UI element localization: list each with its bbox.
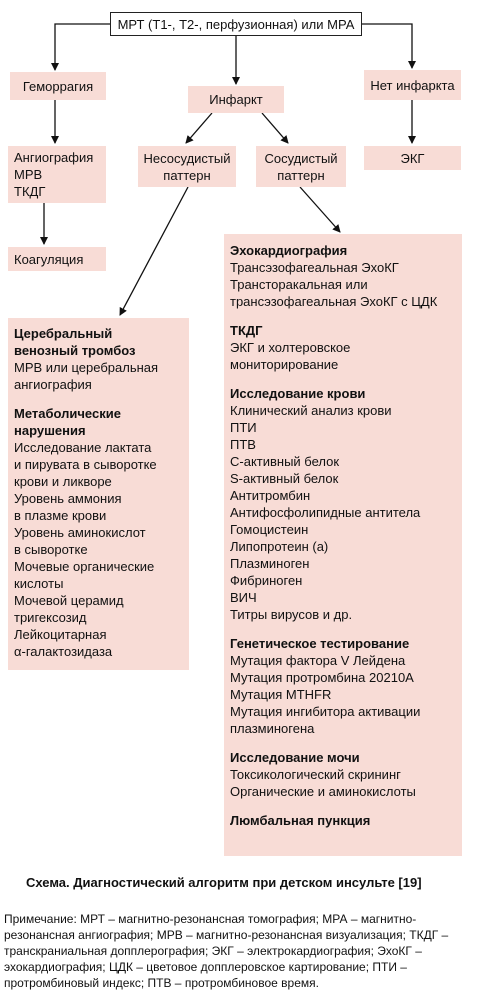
- lumbar-puncture-title: Люмбальная пункция: [230, 813, 371, 828]
- urine-title: Исследование мочи: [230, 750, 360, 765]
- hem-test-item: МРВ: [14, 167, 43, 182]
- vascular-line: Сосудистый: [264, 150, 338, 166]
- genetic-title: Генетическое тестирование: [230, 636, 410, 651]
- list-item: кислоты: [14, 576, 64, 591]
- list-item: Клинический анализ крови: [230, 403, 392, 418]
- list-item: Лейкоцитарная: [14, 627, 107, 642]
- echo-title: Эхокардиография: [230, 243, 348, 258]
- arrow-nonvascular-to-left-box: [119, 186, 189, 316]
- coagulation-label: Коагуляция: [14, 251, 84, 267]
- flow-arrows: [40, 23, 416, 316]
- vascular-line: паттерн: [277, 167, 325, 183]
- blood-test-title: Исследование крови: [230, 386, 366, 401]
- vascular-pattern-box: Сосудистый паттерн: [256, 146, 346, 187]
- list-item: крови и ликворе: [14, 474, 112, 489]
- arrow-infarct-to-nonvascular: [185, 112, 213, 144]
- list-item: ЭКГ и холтеровское: [230, 340, 351, 355]
- infarct-label: Инфаркт: [209, 92, 263, 107]
- tcd-title: ТКДГ: [230, 323, 263, 338]
- list-item: ПТВ: [230, 437, 256, 452]
- mri-mra-label: МРТ (Т1-, Т2-, перфузионная) или МРА: [117, 16, 355, 32]
- list-item: ВИЧ: [230, 590, 257, 605]
- list-item: в плазме крови: [14, 508, 107, 523]
- list-item: Плазминоген: [230, 556, 310, 571]
- metabolic-title: нарушения: [14, 423, 86, 438]
- list-item: Титры вирусов и др.: [230, 607, 353, 622]
- list-item: в сыворотке: [14, 542, 88, 557]
- list-item: Гомоцистеин: [230, 522, 309, 537]
- list-item: МРВ или церебральная: [14, 360, 159, 375]
- hemorrhage-tests-box: Ангиография МРВ ТКДГ: [8, 146, 106, 203]
- mri-mra-box: МРТ (Т1-, Т2-, перфузионная) или МРА: [110, 12, 362, 36]
- list-item: Мочевой церамид: [14, 593, 124, 608]
- list-item: Уровень аммония: [14, 491, 122, 506]
- list-item: Токсикологический скрининг: [230, 767, 401, 782]
- list-item: α-галактозидаза: [14, 644, 113, 659]
- hemorrhage-label: Геморрагия: [22, 78, 94, 94]
- list-item: Исследование лактата: [14, 440, 152, 455]
- nonvascular-tests-box: Церебральный венозный тромбоз МРВ или це…: [8, 318, 189, 670]
- list-item: Уровень аминокислот: [14, 525, 146, 540]
- list-item: Трансэзофагеальная ЭхоКГ: [230, 260, 399, 275]
- list-item: Антифосфолипидные антитела: [230, 505, 421, 520]
- list-item: Мочевые органические: [14, 559, 155, 574]
- list-item: Мутация фактора V Лейдена: [230, 653, 406, 668]
- list-item: С-активный белок: [230, 454, 340, 469]
- metabolic-title: Метаболические: [14, 406, 121, 421]
- arrow-top-to-hemorrhage: [51, 23, 110, 71]
- list-item: и пирувата в сыворотке: [14, 457, 157, 472]
- list-item: Трансторакальная или: [230, 277, 368, 292]
- list-item: Мутация MTHFR: [230, 687, 332, 702]
- coagulation-box: Коагуляция: [8, 247, 106, 271]
- list-item: трансэзофагеальная ЭхоКГ с ЦДК: [230, 294, 438, 309]
- arrow-vascular-to-right-box: [299, 186, 341, 233]
- list-item: плазминогена: [230, 721, 315, 736]
- ekg-box: ЭКГ: [364, 146, 461, 170]
- abbreviation-note: Примечание: МРТ – магнитно-резонансная т…: [4, 912, 449, 990]
- venous-thrombosis-title: венозный тромбоз: [14, 343, 136, 358]
- nonvascular-line: паттерн: [163, 167, 211, 183]
- list-item: S-активный белок: [230, 471, 339, 486]
- list-item: Липопротеин (а): [230, 539, 329, 554]
- list-item: ПТИ: [230, 420, 257, 435]
- infarct-box: Инфаркт: [188, 86, 284, 113]
- nonvascular-pattern-box: Несосудистый паттерн: [138, 146, 236, 187]
- arrow-top-to-no-infarct: [362, 23, 416, 69]
- no-infarct-label: Нет инфаркта: [370, 77, 455, 93]
- list-item: Мутация ингибитора активации: [230, 704, 421, 719]
- no-infarct-box: Нет инфаркта: [364, 70, 461, 100]
- figure-caption: Схема. Диагностический алгоритм при детс…: [26, 875, 422, 890]
- list-item: тригексозид: [14, 610, 87, 625]
- list-item: Фибриноген: [230, 573, 303, 588]
- vascular-tests-box: Эхокардиография Трансэзофагеальная ЭхоКГ…: [224, 234, 462, 856]
- arrow-infarct-to-vascular: [261, 112, 289, 144]
- ekg-label: ЭКГ: [400, 150, 425, 166]
- list-item: Органические и аминокислоты: [230, 784, 416, 799]
- list-item: Мутация протромбина 20210А: [230, 670, 414, 685]
- nonvascular-line: Несосудистый: [143, 150, 231, 166]
- hem-test-item: ТКДГ: [14, 184, 46, 199]
- venous-thrombosis-title: Церебральный: [14, 326, 113, 341]
- hem-test-item: Ангиография: [14, 150, 94, 165]
- list-item: ангиография: [14, 377, 92, 392]
- list-item: мониторирование: [230, 357, 339, 372]
- hemorrhage-box: Геморрагия: [10, 72, 106, 100]
- list-item: Антитромбин: [230, 488, 311, 503]
